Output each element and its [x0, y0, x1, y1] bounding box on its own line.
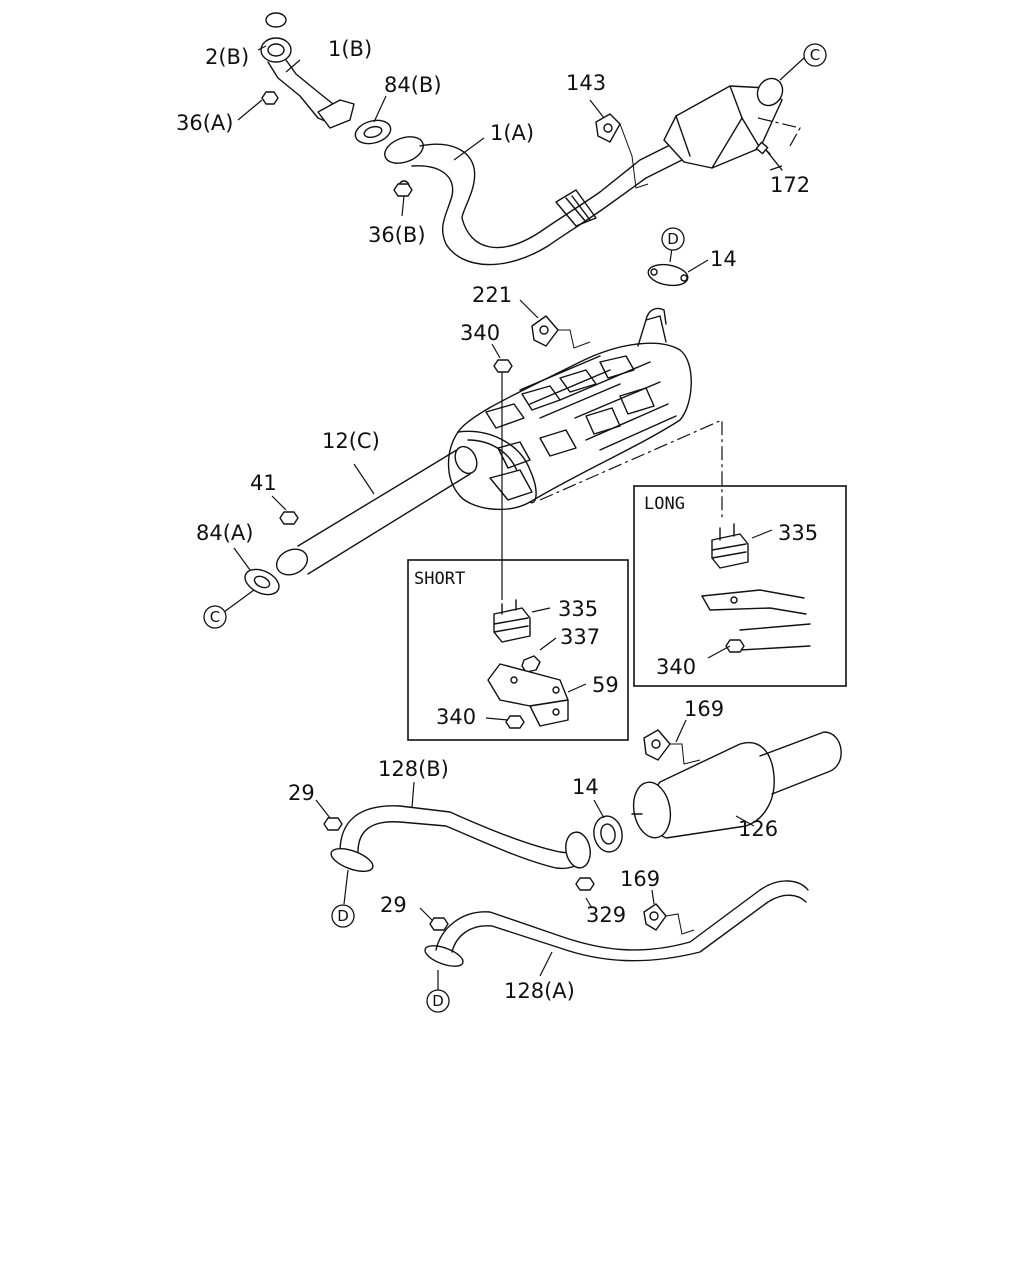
long-box-title: LONG	[644, 494, 685, 514]
ref-c-top-text: C	[810, 46, 820, 64]
label-84b: 84(B)	[384, 73, 442, 97]
ref-d-low-text: D	[432, 992, 444, 1010]
nut-340-top	[493, 359, 513, 373]
bracket-59	[487, 663, 569, 727]
ref-marker-c-left: C	[203, 605, 227, 629]
bracket-169-lower	[643, 903, 695, 935]
nut-36a	[261, 91, 279, 105]
bolt-172	[755, 141, 783, 171]
nut-337	[521, 655, 541, 673]
center-muffler	[447, 307, 692, 511]
label-12c: 12(C)	[322, 429, 380, 453]
label-1b: 1(B)	[328, 37, 372, 61]
front-pipe-1b	[260, 12, 355, 129]
nut-29-upper	[323, 817, 343, 831]
label-340-top: 340	[460, 321, 500, 345]
ref-d-mid-text: D	[337, 907, 349, 925]
front-pipe-1a	[384, 136, 691, 266]
label-2b: 2(B)	[205, 45, 249, 69]
catalytic-converter	[663, 77, 784, 169]
bracket-143	[595, 113, 649, 189]
ref-marker-d-low: D	[426, 989, 450, 1013]
label-128b: 128(B)	[378, 757, 449, 781]
gasket-14-lower	[593, 815, 623, 853]
label-59: 59	[592, 673, 619, 697]
label-221: 221	[472, 283, 512, 307]
gasket-84b	[354, 119, 392, 145]
label-14-top: 14	[710, 247, 737, 271]
nut-340-short	[505, 715, 525, 729]
frame-bracket-long	[701, 589, 811, 651]
ref-marker-c-top: C	[803, 43, 827, 67]
label-29-upper: 29	[288, 781, 315, 805]
nut-329	[575, 877, 595, 891]
label-143: 143	[566, 71, 606, 95]
label-335-long: 335	[778, 521, 818, 545]
label-335-short: 335	[558, 597, 598, 621]
label-1a: 1(A)	[490, 121, 534, 145]
label-14-lower: 14	[572, 775, 599, 799]
label-126: 126	[738, 817, 778, 841]
long-detail-box: LONG	[633, 485, 847, 687]
short-detail-box: SHORT	[407, 559, 629, 741]
label-172: 172	[770, 173, 810, 197]
tail-pipe-12c	[275, 445, 478, 576]
rubber-mount-335-long	[711, 523, 749, 569]
nut-41	[279, 511, 299, 525]
label-169-lower: 169	[620, 867, 660, 891]
bracket-169-upper	[643, 729, 701, 765]
bolt-172-guide	[757, 117, 801, 147]
label-84a: 84(A)	[196, 521, 253, 545]
intermediate-pipe-128b	[330, 805, 591, 873]
ref-marker-d-mid: D	[331, 904, 355, 928]
gasket-14-top	[647, 263, 689, 287]
tail-pipe-128a	[424, 880, 809, 967]
rubber-mount-335-short	[493, 599, 531, 643]
label-340-short: 340	[436, 705, 476, 729]
nut-36b	[393, 183, 413, 197]
label-128a: 128(A)	[504, 979, 575, 1003]
bracket-221	[531, 315, 591, 349]
label-337: 337	[560, 625, 600, 649]
short-box-title: SHORT	[414, 569, 465, 589]
nut-340-long	[725, 639, 745, 653]
label-36b: 36(B)	[368, 223, 426, 247]
callout-leaders	[223, 45, 805, 992]
ref-d-top-text: D	[667, 230, 679, 248]
label-41: 41	[250, 471, 277, 495]
label-169-upper: 169	[684, 697, 724, 721]
rear-muffler-126	[631, 731, 842, 839]
nut-29-lower	[429, 917, 449, 931]
label-329: 329	[586, 903, 626, 927]
label-29-lower: 29	[380, 893, 407, 917]
ref-c-left-text: C	[210, 608, 220, 626]
label-36a: 36(A)	[176, 111, 233, 135]
label-340-long: 340	[656, 655, 696, 679]
gasket-84a	[244, 568, 280, 596]
ref-marker-d-top: D	[661, 227, 685, 251]
